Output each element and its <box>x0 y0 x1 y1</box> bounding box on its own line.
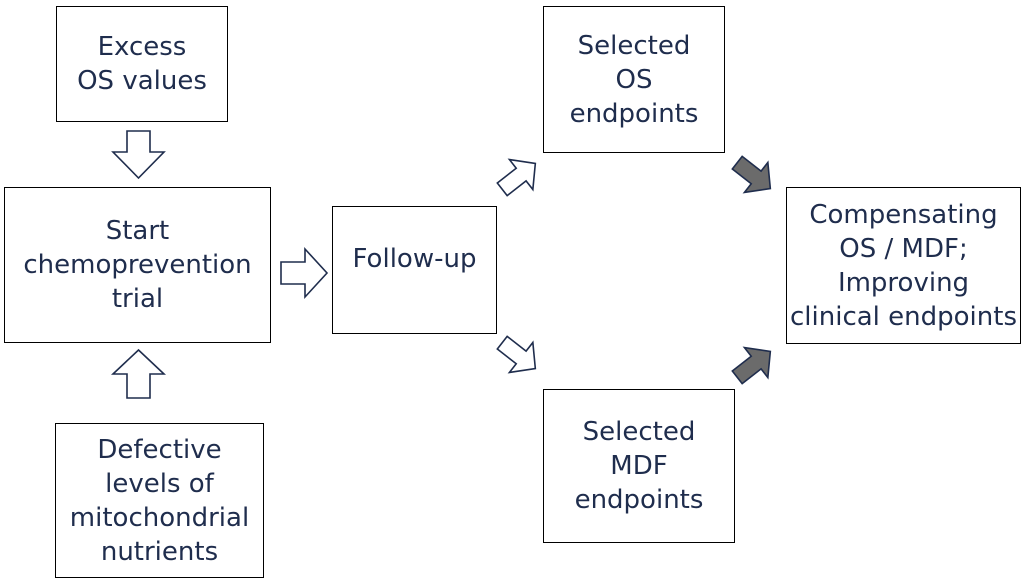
arrow-up-icon <box>110 348 167 399</box>
start-chemoprevention-trial-label: Start chemoprevention trial <box>23 216 252 314</box>
solid-arrow-down-right-icon <box>731 155 772 194</box>
excess-os-values-box: Excess OS values <box>56 6 228 122</box>
excess-os-values-label: Excess OS values <box>77 32 207 96</box>
selected-os-endpoints-box: Selected OS endpoints <box>543 6 725 153</box>
defective-levels-box: Defective levels of mitochondrial nutrie… <box>55 423 264 578</box>
compensating-label: Compensating OS / MDF; Improving clinica… <box>790 199 1017 332</box>
compensating-box: Compensating OS / MDF; Improving clinica… <box>786 187 1021 344</box>
solid-arrow-up-right-icon <box>731 346 772 385</box>
arrow-down-icon <box>111 130 166 180</box>
start-chemoprevention-trial-box: Start chemoprevention trial <box>4 187 271 343</box>
arrow-down-right-icon <box>496 335 537 374</box>
follow-up-box: Follow-up <box>332 206 497 334</box>
selected-os-endpoints-label: Selected OS endpoints <box>569 30 699 129</box>
arrow-right-icon <box>280 246 329 300</box>
arrow-up-right-icon <box>496 158 537 197</box>
follow-up-label: Follow-up <box>352 244 477 274</box>
selected-mdf-endpoints-label: Selected MDF endpoints <box>574 417 704 515</box>
defective-levels-label: Defective levels of mitochondrial nutrie… <box>69 434 250 567</box>
selected-mdf-endpoints-box: Selected MDF endpoints <box>543 389 735 543</box>
